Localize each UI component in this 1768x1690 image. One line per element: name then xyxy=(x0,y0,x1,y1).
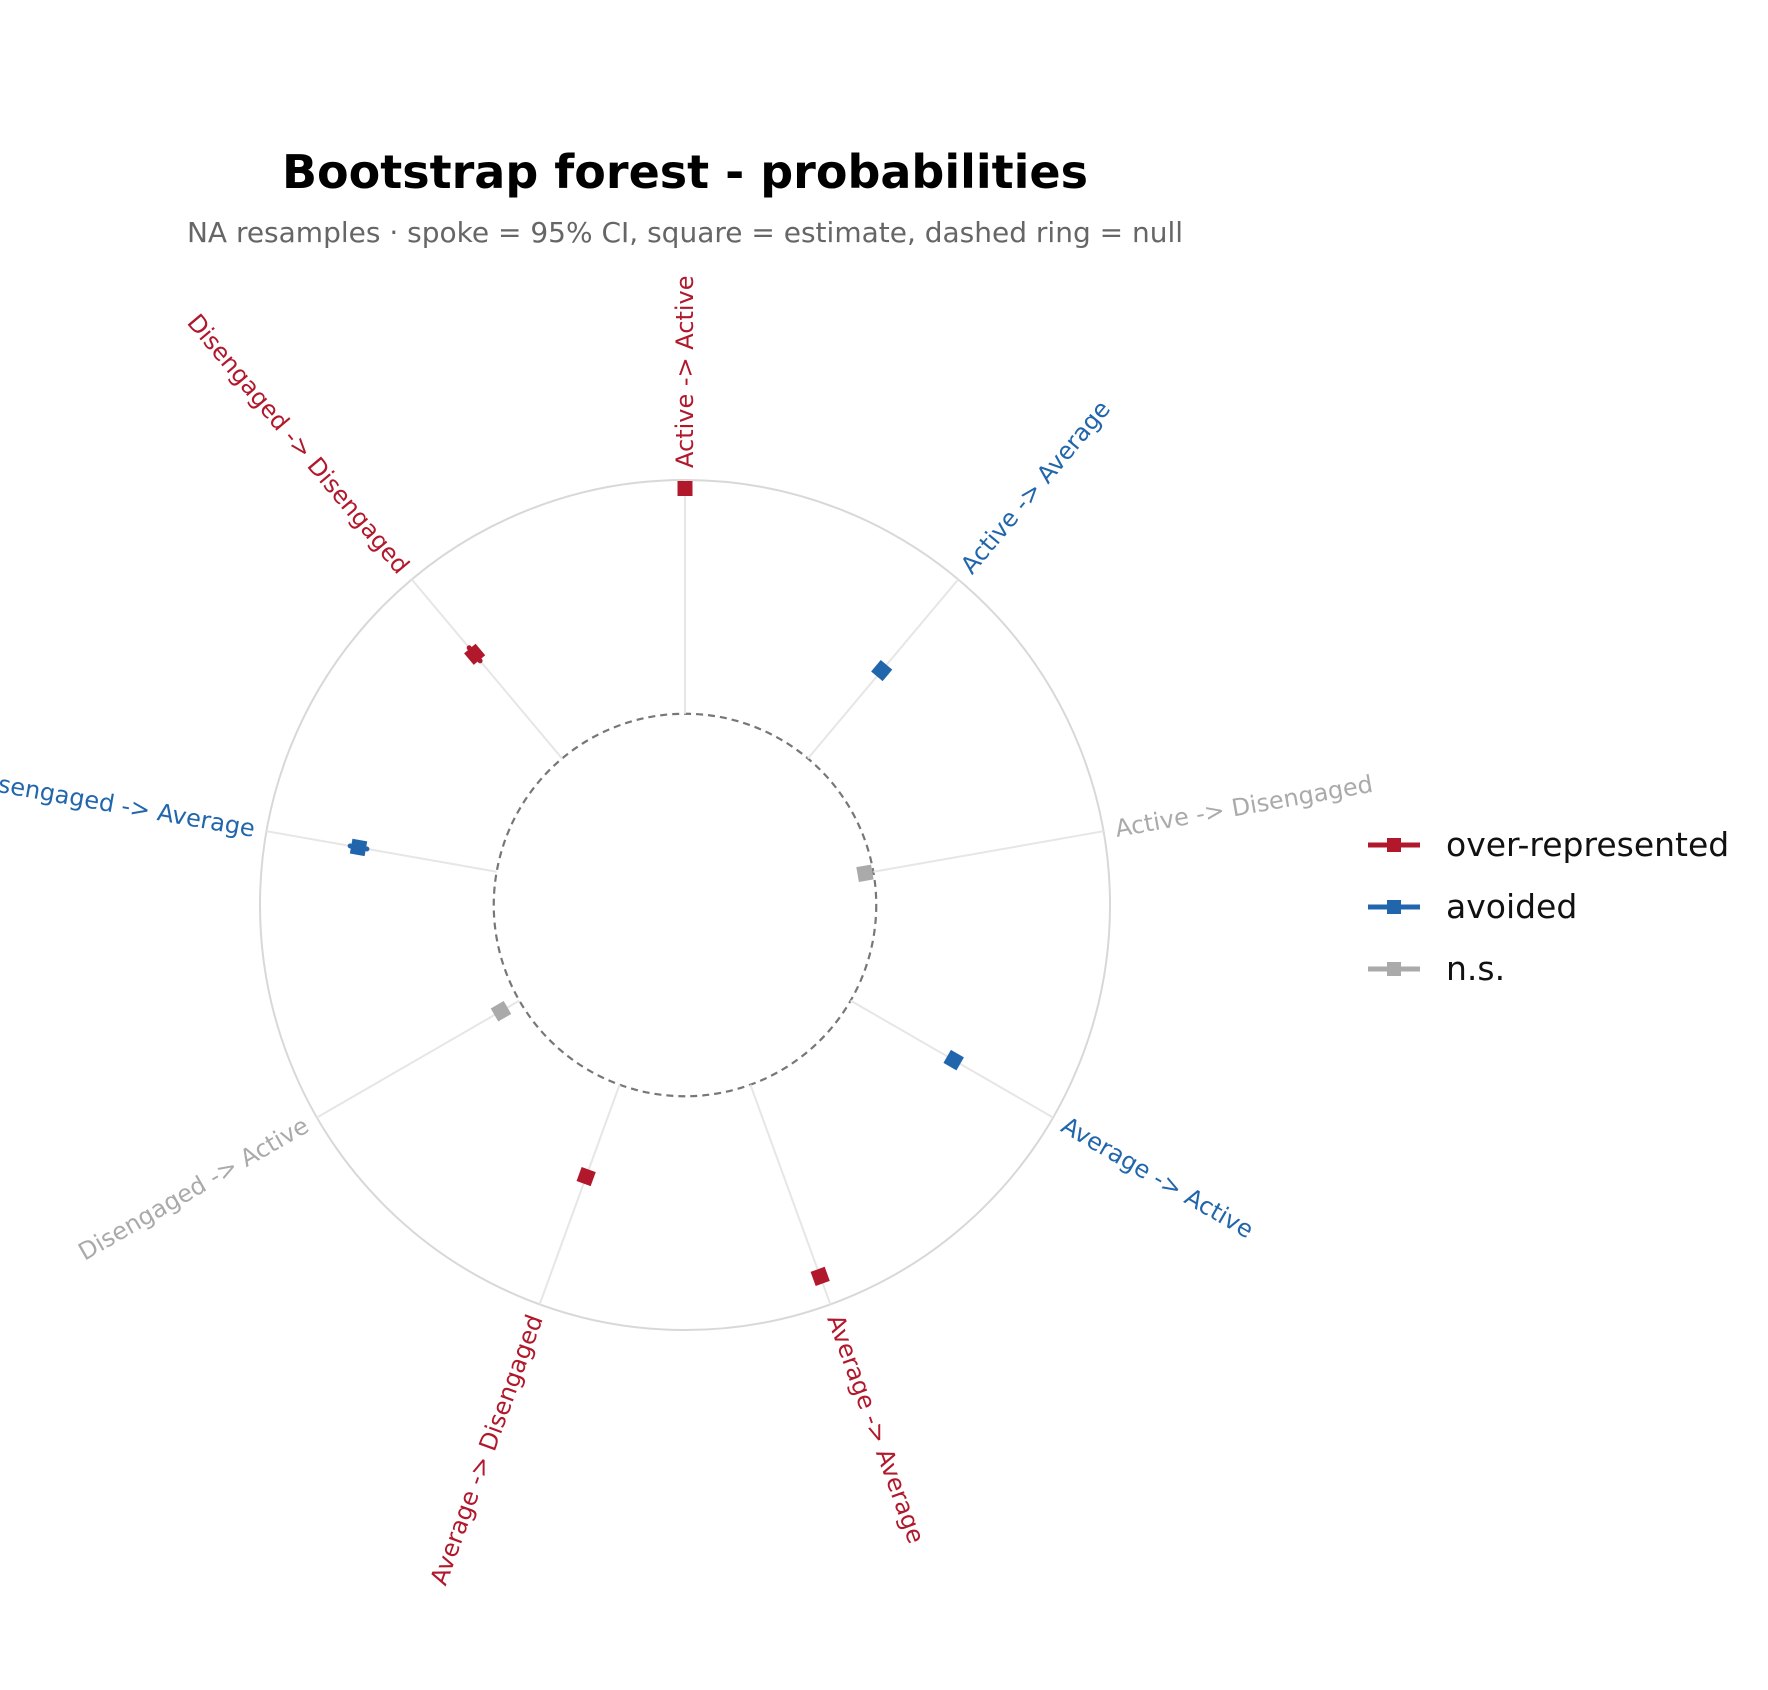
spoke-label: Disengaged -> Average xyxy=(0,766,257,843)
chart-title: Bootstrap forest - probabilities xyxy=(282,145,1088,199)
estimate-square xyxy=(856,864,874,882)
estimate-square xyxy=(677,481,693,496)
legend-label: over-represented xyxy=(1446,825,1729,864)
null-ring xyxy=(492,712,878,1098)
spokes xyxy=(266,480,1104,1305)
spoke-line xyxy=(538,1084,621,1305)
spoke-label: Active -> Active xyxy=(671,275,699,468)
legend-marker xyxy=(1387,838,1401,852)
estimate-square xyxy=(576,1166,596,1187)
legend: over-represented avoided n.s. xyxy=(1368,825,1729,988)
spoke-line xyxy=(873,830,1104,873)
spoke-label: Average -> Average xyxy=(821,1311,930,1547)
estimate-square xyxy=(943,1049,964,1071)
legend-label: avoided xyxy=(1446,887,1577,926)
spoke-line xyxy=(749,1084,832,1305)
chart-subtitle: NA resamples · spoke = 95% CI, square = … xyxy=(187,216,1183,249)
legend-marker xyxy=(1387,900,1401,914)
spoke-label: Active -> Disengaged xyxy=(1113,770,1375,843)
legend-marker xyxy=(1387,962,1401,976)
spoke-label: Disengaged -> Active xyxy=(73,1111,313,1266)
estimate-square xyxy=(490,1001,512,1022)
spoke-line xyxy=(266,830,497,873)
estimate-square xyxy=(464,643,486,665)
spoke-label: Average -> Active xyxy=(1056,1111,1258,1244)
spoke-label: Disengaged -> Disengaged xyxy=(181,309,414,580)
estimate-square xyxy=(871,660,893,682)
spoke-label: Active -> Average xyxy=(955,395,1116,579)
estimate-square xyxy=(349,838,368,857)
spoke-line xyxy=(411,578,563,760)
spoke-line xyxy=(316,999,520,1119)
legend-label: n.s. xyxy=(1446,949,1505,988)
estimate-square xyxy=(810,1266,830,1287)
estimate-marks xyxy=(347,481,964,1287)
spoke-label: Average -> Disengaged xyxy=(425,1311,549,1589)
